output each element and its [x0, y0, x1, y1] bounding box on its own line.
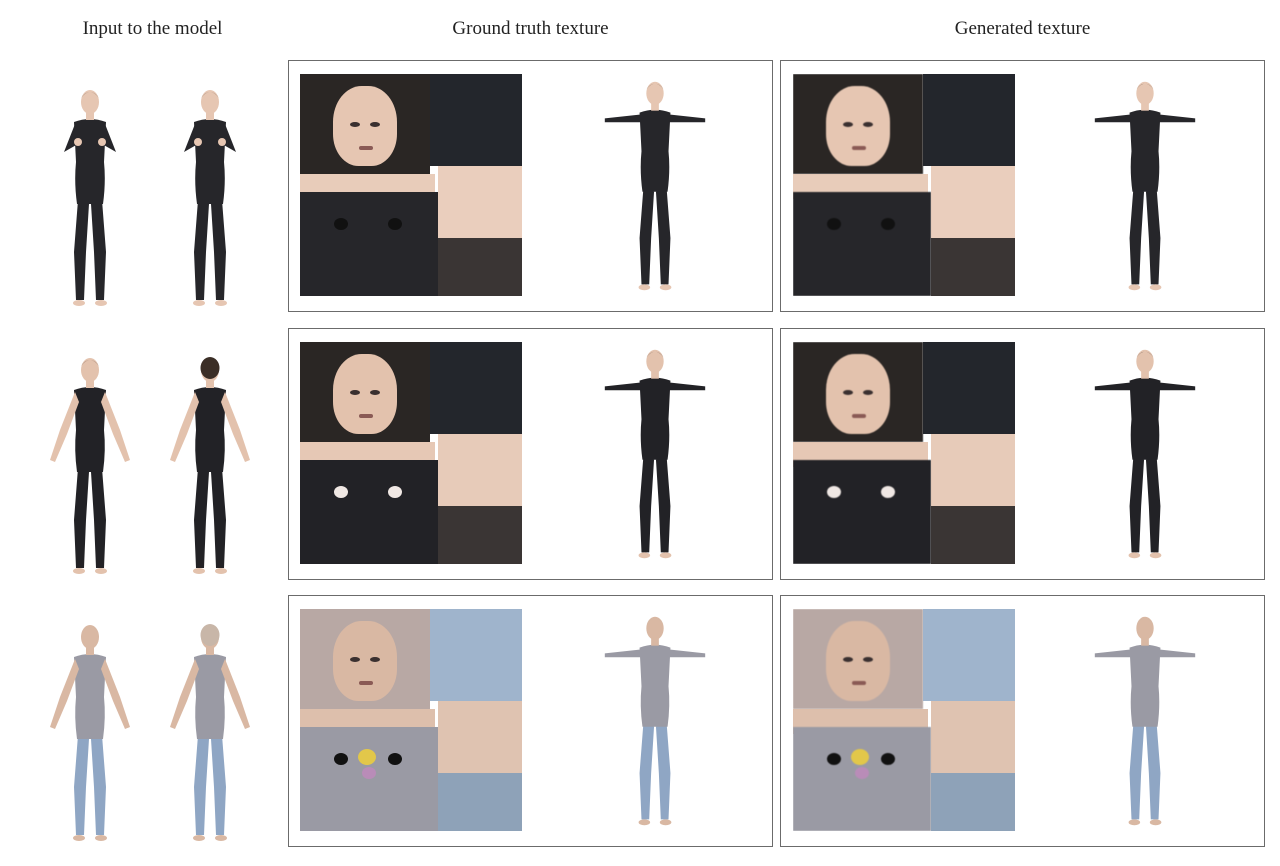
generated-tpose-render — [1094, 81, 1196, 291]
ground-truth-tpose-render — [604, 81, 706, 291]
input-front-render — [50, 358, 130, 574]
generated-tpose-render — [1094, 616, 1196, 826]
column-header-generated: Generated texture — [954, 18, 1091, 39]
input-back-render — [170, 624, 250, 841]
generated-texture-map — [793, 342, 1015, 564]
input-back-render — [170, 357, 250, 574]
input-back-render — [184, 90, 236, 306]
ground-truth-texture-map — [300, 609, 522, 831]
ground-truth-tpose-render — [604, 349, 706, 559]
ground-truth-texture-map — [300, 342, 522, 564]
generated-texture-map — [793, 74, 1015, 296]
column-header-input: Input to the model — [82, 18, 223, 39]
generated-texture-map — [793, 609, 1015, 831]
input-front-render — [50, 625, 130, 841]
column-header-ground-truth: Ground truth texture — [452, 18, 609, 39]
ground-truth-tpose-render — [604, 616, 706, 826]
input-front-render — [64, 90, 116, 306]
ground-truth-texture-map — [300, 74, 522, 296]
generated-tpose-render — [1094, 349, 1196, 559]
